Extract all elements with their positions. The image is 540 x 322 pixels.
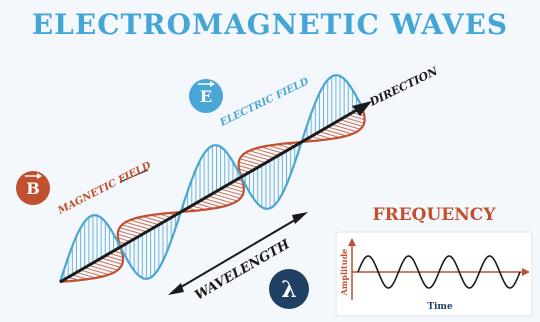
magnetic-field-wave <box>59 106 366 284</box>
magnetic-hatch-line <box>105 255 124 262</box>
magnetic-hatch-line <box>84 267 109 276</box>
lambda-symbol: λ <box>281 277 296 303</box>
magnetic-hatch-line <box>117 237 131 242</box>
magnetic-hatch-line <box>323 128 347 137</box>
propagation-axis <box>59 105 363 284</box>
magnetic-hatch-line <box>208 195 234 204</box>
magnetic-field-label: MAGNETIC FIELD <box>55 160 153 217</box>
magnetic-hatch-line <box>121 224 147 233</box>
magnetic-hatch-line <box>117 233 135 240</box>
magnetic-hatch-line <box>241 155 267 164</box>
magnetic-hatch-line <box>92 262 118 271</box>
time-label: Time <box>427 302 453 312</box>
amplitude-label: Amplitude <box>339 249 349 297</box>
page-title: ELECTROMAGNETIC WAVES <box>31 8 509 41</box>
direction-label: DIRECTION <box>367 64 441 109</box>
magnetic-hatch-line <box>109 252 124 258</box>
magnetic-hatch-line <box>96 260 121 268</box>
electric-symbol: E <box>200 87 212 106</box>
magnetic-hatch-line <box>238 164 254 171</box>
magnetic-hatch-line <box>239 158 262 166</box>
magnetic-hatch-line <box>212 193 238 202</box>
magnetic-hatch-line <box>315 133 332 140</box>
magnetic-hatch-line <box>119 227 143 235</box>
magnetic-hatch-line <box>344 116 365 124</box>
wavelength-badge <box>269 269 309 309</box>
magnetic-hatch-line <box>76 271 96 279</box>
magnetic-hatch-line <box>268 145 287 152</box>
magnetic-hatch-line <box>244 152 271 161</box>
electric-wave-curve <box>58 74 363 283</box>
magnetic-hatch-line <box>125 221 151 230</box>
magnetic-hatch-line <box>216 190 241 199</box>
magnetic-hatch-line <box>195 202 214 209</box>
magnetic-hatch-line <box>238 161 258 168</box>
magnetic-hatch-line <box>348 114 365 121</box>
magnetic-hatch-line <box>220 188 243 196</box>
magnetic-hatch-line <box>261 146 283 154</box>
magnetic-hatch-line <box>254 148 279 157</box>
magnetic-hatch-line <box>80 269 103 277</box>
wavelength-arrow <box>175 216 301 291</box>
magnetic-hatch-line <box>352 112 365 117</box>
magnetic-hatch-line <box>224 186 244 193</box>
magnetic-hatch-line <box>130 219 155 228</box>
magnetic-hatch-line <box>118 230 139 238</box>
magnetic-hatch-line <box>228 183 244 190</box>
magnetic-hatch-line <box>203 197 228 206</box>
frequency-title: FREQUENCY <box>373 205 497 225</box>
magnetic-hatch-line <box>339 119 363 127</box>
frequency-sine-wave <box>357 255 521 289</box>
magnetic-hatch-line <box>88 264 114 274</box>
electric-field-label: ELECTRIC FIELD <box>218 76 311 129</box>
magnetic-hatch-line <box>319 131 340 138</box>
magnetic-hatch-line <box>249 150 275 159</box>
electric-field-badge <box>189 79 223 113</box>
magnetic-wave-curve <box>59 106 366 284</box>
magnetic-hatch-line <box>327 126 353 135</box>
magnetic-field-badge <box>16 171 50 205</box>
magnetic-hatch-line <box>335 121 361 130</box>
magnetic-symbol: B <box>26 179 40 198</box>
magnetic-hatch-line <box>199 200 222 208</box>
magnetic-hatch-line <box>135 217 159 226</box>
magnetic-hatch-line <box>150 214 168 221</box>
magnetic-hatch-line <box>331 124 357 133</box>
frequency-panel <box>335 231 533 317</box>
magnetic-hatch-line <box>142 216 164 223</box>
magnetic-hatch-line <box>101 257 123 265</box>
direction-arrowhead <box>352 101 372 116</box>
